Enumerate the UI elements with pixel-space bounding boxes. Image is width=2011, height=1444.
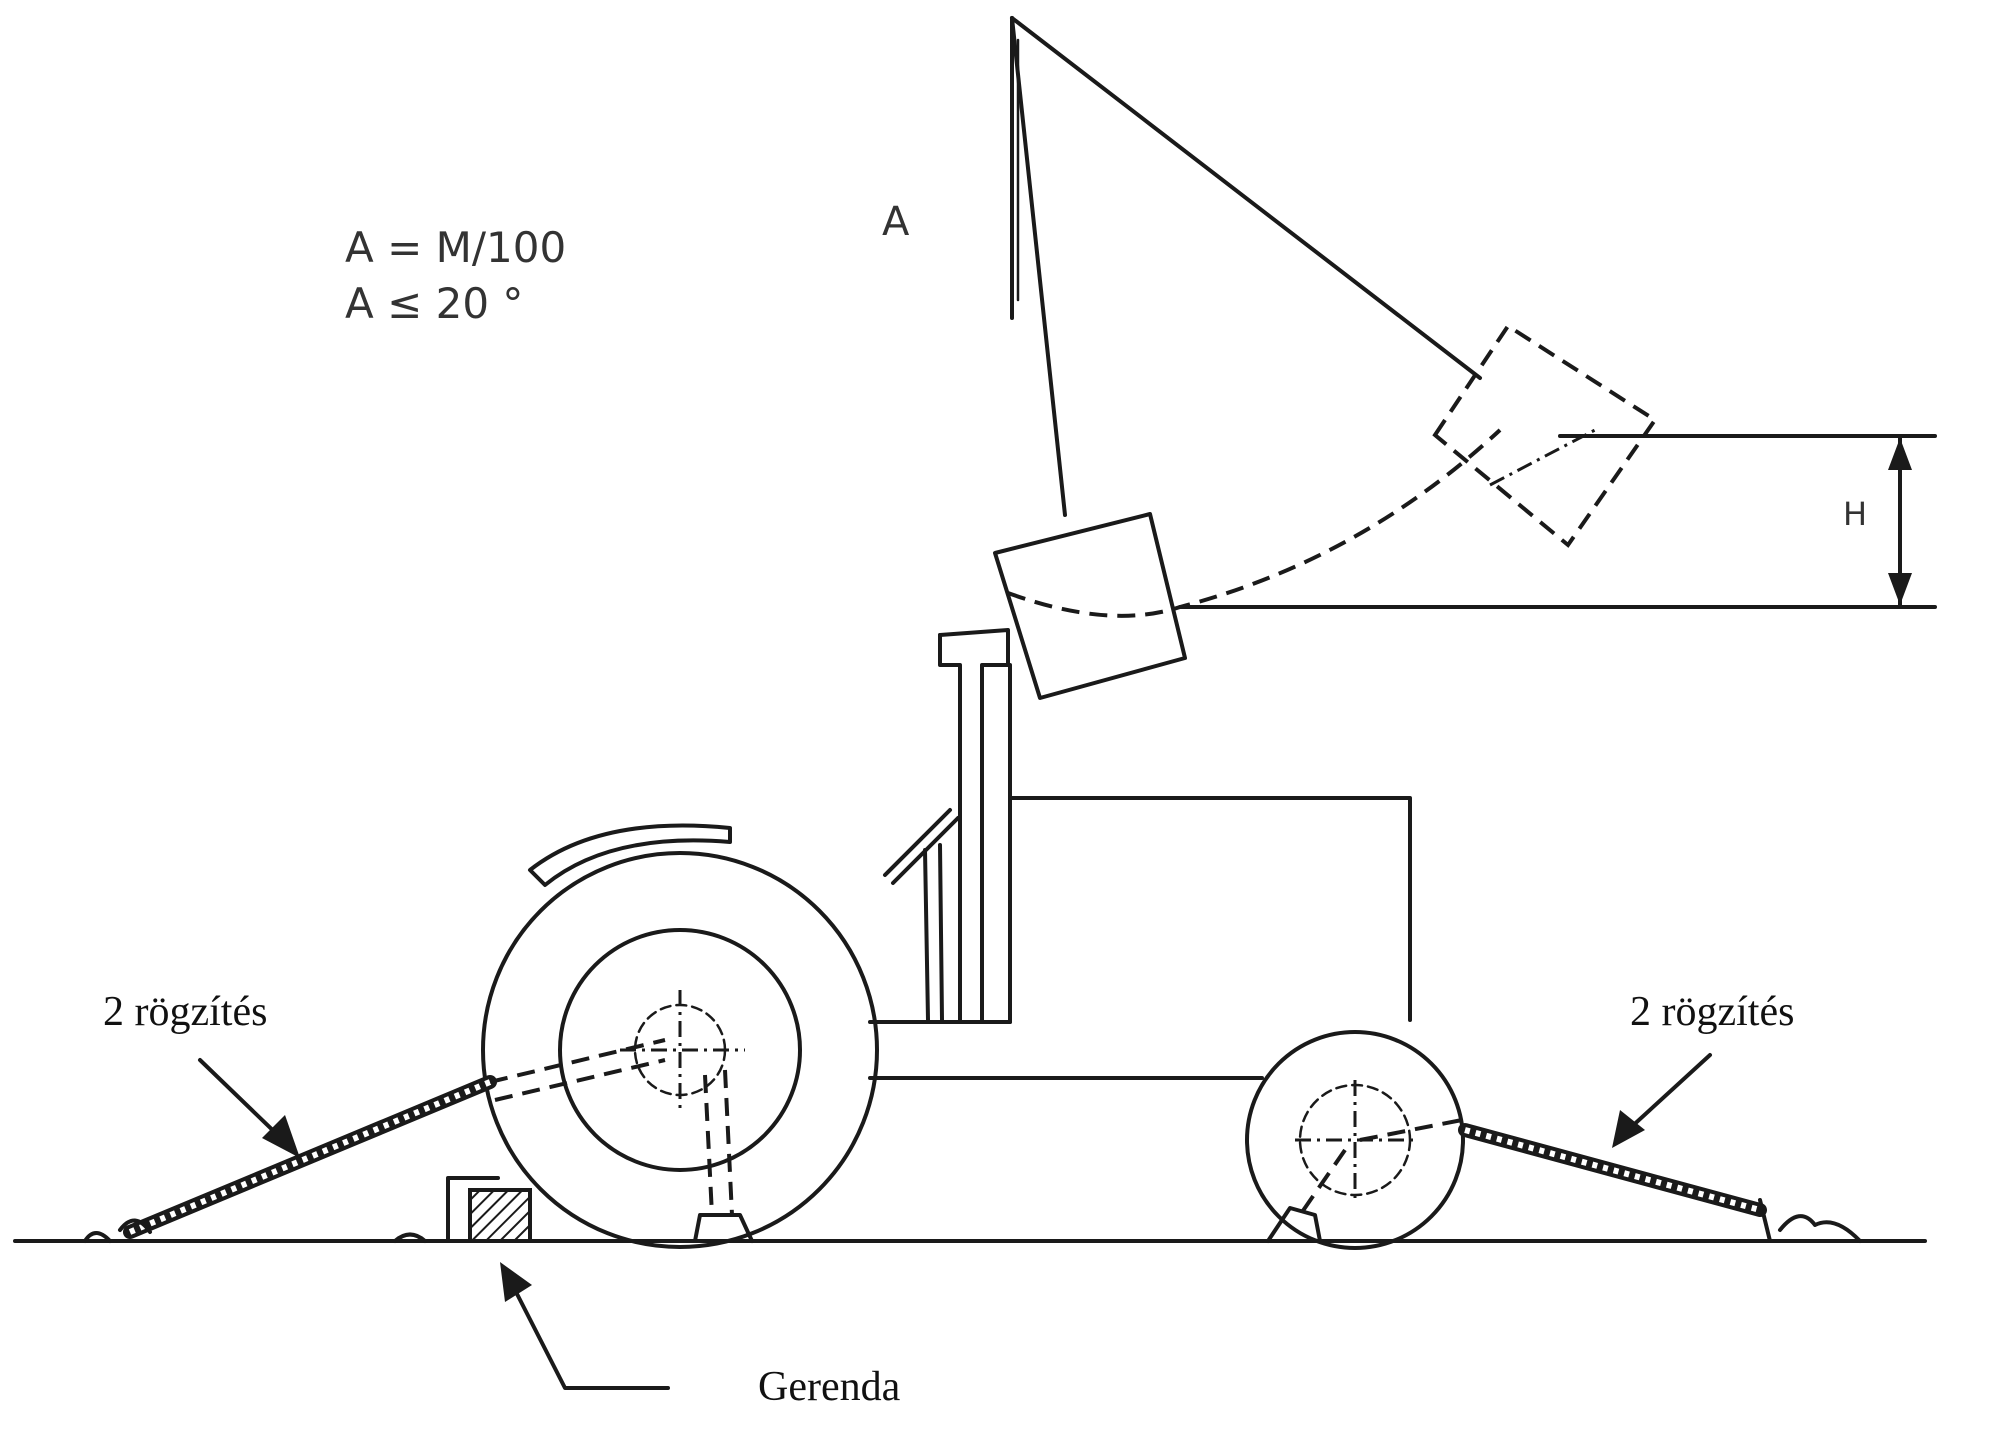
- front-axle-stand: [1266, 1148, 1347, 1243]
- right-tiedown-label: 2 rögzítés: [1630, 989, 1794, 1035]
- beam-label: Gerenda: [758, 1364, 901, 1410]
- pendulum-block-displaced: [1432, 323, 1658, 548]
- pendulum-assembly: [1010, 16, 1482, 517]
- front-wheel: [1245, 1030, 1465, 1250]
- formula-line-2: A ≤ 20 °: [345, 279, 523, 328]
- right-tiedown-chain: [1359, 1118, 1862, 1243]
- pendulum-block: [993, 512, 1187, 700]
- left-tiedown-label: 2 rögzítés: [103, 989, 267, 1035]
- height-arrow-bottom: [1888, 573, 1912, 605]
- beam-chock: [393, 1176, 532, 1243]
- rear-wheel: [481, 851, 879, 1249]
- rear-axle-stand: [693, 1069, 754, 1243]
- angle-label: A: [882, 199, 910, 245]
- beam-leader: [500, 1262, 670, 1390]
- swing-arc: [1007, 428, 1502, 618]
- tractor-body: [868, 663, 1412, 1080]
- rear-fender: [528, 823, 732, 887]
- left-tiedown-leader: [198, 1058, 300, 1158]
- height-arrow-top: [1888, 438, 1912, 470]
- arc-centerline: [1489, 428, 1596, 487]
- left-tiedown-chain: [83, 1038, 666, 1243]
- height-label: H: [1843, 495, 1867, 533]
- right-tiedown-leader: [1612, 1053, 1712, 1148]
- formula-line-1: A = M/100: [345, 223, 566, 272]
- steering-wheel: [883, 808, 960, 1022]
